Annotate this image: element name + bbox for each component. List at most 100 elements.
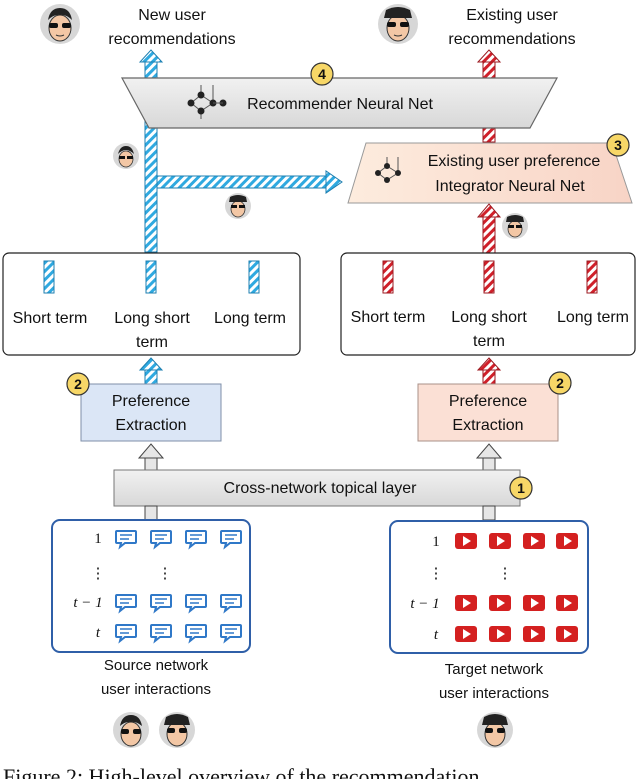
chat-icon <box>150 530 172 550</box>
play-icon <box>556 533 578 549</box>
play-icon <box>455 533 477 549</box>
user-avatar-icon <box>40 4 80 44</box>
integrator-neural-net: Existing user preference Integrator Neur… <box>347 142 633 204</box>
svg-text:1: 1 <box>517 480 525 496</box>
right-title-line1: Existing user <box>466 7 558 24</box>
left-title-line1: New user <box>138 7 206 24</box>
right-upward-flow-mid <box>476 203 502 254</box>
play-icon <box>455 626 477 642</box>
source-caption-line1: Source network <box>104 657 209 674</box>
row-label-dots: ⋮ <box>429 566 444 582</box>
badge-2-left: 2 <box>66 372 90 396</box>
play-icon <box>489 533 511 549</box>
right-preference-box: Short term Long short term Long term <box>340 252 636 356</box>
chat-icon <box>185 624 207 644</box>
chat-icon <box>185 594 207 614</box>
long-term-vector <box>586 260 598 294</box>
user-avatar-icon <box>113 712 149 748</box>
play-icon <box>489 626 511 642</box>
svg-text:⋮: ⋮ <box>158 566 173 582</box>
play-icon <box>523 626 545 642</box>
play-icon <box>489 595 511 611</box>
integrator-label-line2: Integrator Neural Net <box>435 178 585 195</box>
long-short-term-label-2: term <box>136 334 168 351</box>
topical-layer-label: Cross-network topical layer <box>224 480 418 497</box>
chat-icon <box>185 530 207 550</box>
right-grey-connector <box>482 505 496 521</box>
badge-3: 3 <box>606 133 630 157</box>
long-short-term-vector <box>145 260 157 294</box>
long-short-term-label: Long short <box>114 310 190 327</box>
recommender-label: Recommender Neural Net <box>247 96 433 113</box>
chat-icon <box>220 530 242 550</box>
left-title-line2: recommendations <box>108 31 235 48</box>
play-icon <box>523 533 545 549</box>
chat-icon <box>150 594 172 614</box>
short-term-label: Short term <box>13 310 88 327</box>
right-pref-up-arrow <box>476 357 502 385</box>
long-short-term-vector <box>483 260 495 294</box>
left-preference-box: Short term Long short term Long term <box>2 252 301 356</box>
row-label-1: 1 <box>94 531 102 547</box>
svg-text:2: 2 <box>556 375 564 391</box>
left-preference-extraction: Preference Extraction <box>80 383 222 442</box>
long-term-vector <box>248 260 260 294</box>
target-interactions-box: 1 ⋮ t − 1 t ⋮ <box>389 520 589 654</box>
user-avatar-icon <box>113 143 139 169</box>
svg-text:Preference: Preference <box>449 393 527 410</box>
source-interactions-box: 1 ⋮ t − 1 t ⋮ <box>51 519 251 653</box>
recommender-neural-net: Recommender Neural Net <box>120 77 559 129</box>
long-term-label: Long term <box>557 309 629 326</box>
chat-icon <box>150 624 172 644</box>
user-avatar-icon <box>225 193 251 219</box>
short-term-label: Short term <box>351 309 426 326</box>
figure-caption: Figure 2: High-level overview of the rec… <box>3 764 480 779</box>
right-preference-extraction: Preference Extraction <box>417 383 559 442</box>
play-icon <box>556 595 578 611</box>
svg-text:2: 2 <box>74 376 82 392</box>
row-label-t-minus-1: t − 1 <box>73 595 102 611</box>
play-icon <box>523 595 545 611</box>
svg-text:4: 4 <box>318 66 326 82</box>
svg-text:Extraction: Extraction <box>452 417 523 434</box>
row-label-t-minus-1: t − 1 <box>410 596 439 612</box>
target-caption-line1: Target network <box>445 661 544 678</box>
row-label-t: t <box>96 625 101 641</box>
long-short-term-label: Long short <box>451 309 527 326</box>
left-header: New user recommendations <box>40 4 236 48</box>
svg-text:Extraction: Extraction <box>115 417 186 434</box>
chat-icon-grid <box>115 530 242 644</box>
short-term-vector <box>382 260 394 294</box>
user-avatar-icon <box>477 712 513 748</box>
row-label-dots: ⋮ <box>91 566 106 582</box>
left-grey-connector <box>144 505 158 521</box>
source-caption-line2: user interactions <box>101 681 211 698</box>
short-term-vector <box>43 260 55 294</box>
left-branch-arrow <box>156 170 343 194</box>
long-term-label: Long term <box>214 310 286 327</box>
long-short-term-label-2: term <box>473 333 505 350</box>
right-header: Existing user recommendations <box>378 4 576 48</box>
chat-icon <box>220 594 242 614</box>
user-avatar-icon <box>502 213 528 239</box>
cross-network-topical-layer: Cross-network topical layer <box>113 469 521 507</box>
svg-text:3: 3 <box>614 137 622 153</box>
svg-text:⋮: ⋮ <box>498 566 513 582</box>
chat-icon <box>220 624 242 644</box>
chat-icon <box>115 594 137 614</box>
badge-2-right: 2 <box>548 371 572 395</box>
row-label-t: t <box>434 627 439 643</box>
neural-net-icon <box>187 85 227 119</box>
play-icon-grid <box>455 533 578 642</box>
chat-icon <box>115 530 137 550</box>
target-caption-line2: user interactions <box>439 685 549 702</box>
badge-4: 4 <box>310 62 334 86</box>
user-avatar-icon <box>378 4 418 44</box>
user-avatar-icon <box>159 712 195 748</box>
play-icon <box>455 595 477 611</box>
play-icon <box>556 626 578 642</box>
row-label-1: 1 <box>432 534 440 550</box>
left-pref-up-arrow <box>138 357 164 385</box>
right-title-line2: recommendations <box>448 31 575 48</box>
